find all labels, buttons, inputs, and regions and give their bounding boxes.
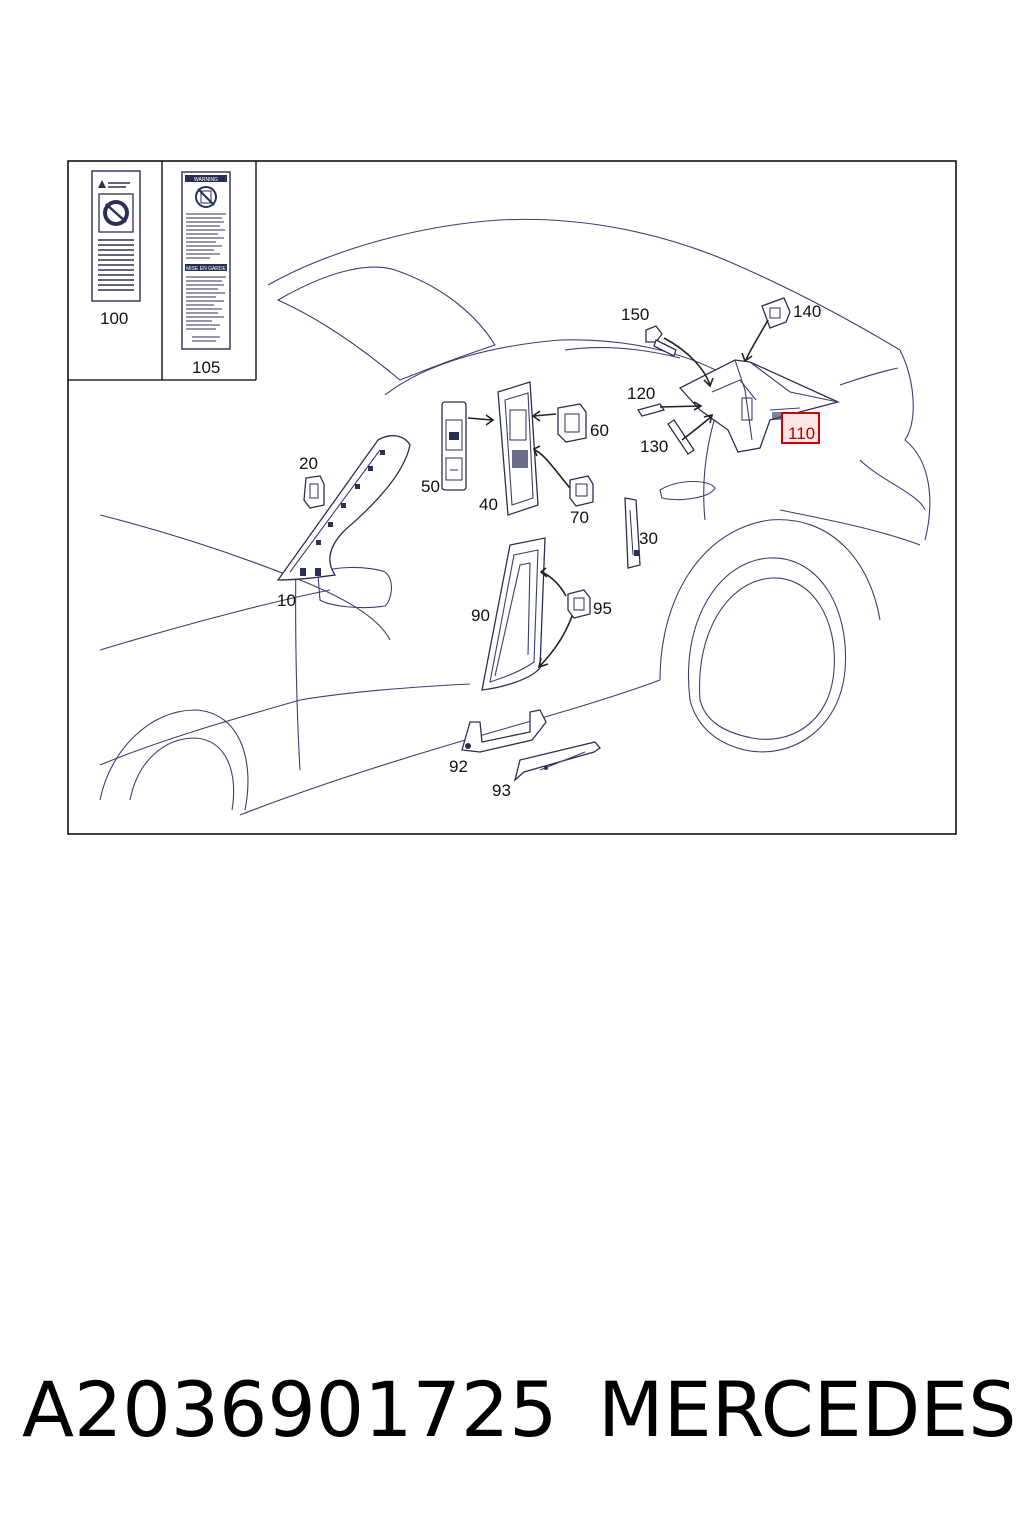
callout-40: 40 — [479, 495, 498, 514]
callout-92: 92 — [449, 757, 468, 776]
callout-93: 93 — [492, 781, 511, 800]
callout-130: 130 — [640, 437, 668, 456]
callout-20: 20 — [299, 454, 318, 473]
part-120-clip — [636, 403, 666, 417]
warning-label-100 — [91, 170, 141, 302]
warning-label-105: WARNING MISE EN GARDE — [181, 171, 231, 350]
callout-140: 140 — [793, 302, 821, 321]
car-body-outline — [99, 218, 931, 816]
part-70-clip — [569, 475, 594, 507]
part-92-bracket — [461, 709, 547, 753]
callout-110: 110 — [788, 424, 815, 443]
highlighted-callout-110: 110 — [781, 412, 820, 444]
part-20-clip — [303, 475, 325, 509]
callout-labels: 10 20 30 40 50 60 70 90 92 93 95 100 105… — [100, 302, 821, 800]
callout-100: 100 — [100, 309, 128, 328]
callout-60: 60 — [590, 421, 609, 440]
part-130-strip — [667, 419, 695, 455]
part-140-clip — [761, 297, 791, 329]
callout-70: 70 — [570, 508, 589, 527]
brand-name: MERCEDES — [598, 1365, 1017, 1454]
callout-10: 10 — [277, 591, 296, 610]
warning-heading: WARNING — [194, 177, 218, 183]
part-93-bracket — [513, 741, 601, 782]
diagram-frame — [67, 160, 957, 835]
callout-105: 105 — [192, 358, 220, 377]
part-number: A2036901725 — [22, 1365, 558, 1454]
part-40-b-pillar-upper — [497, 381, 539, 516]
callout-50: 50 — [421, 477, 440, 496]
part-60-clip — [557, 403, 587, 443]
part-10-a-pillar — [276, 435, 411, 581]
label-boxes — [68, 161, 257, 381]
mise-en-garde-heading: MISE EN GARDE — [186, 266, 226, 272]
callout-95: 95 — [593, 599, 612, 618]
part-95-clip — [567, 589, 591, 619]
part-50-belt-guide — [441, 401, 467, 491]
assembly-arrows — [467, 319, 769, 669]
callout-150: 150 — [621, 305, 649, 324]
part-150-screw — [645, 325, 677, 357]
part-30-strip — [624, 497, 641, 569]
callout-30: 30 — [639, 529, 658, 548]
part-110-c-pillar-trim — [678, 359, 840, 453]
callout-90: 90 — [471, 606, 490, 625]
part-90-b-pillar-lower — [481, 537, 546, 691]
callout-120: 120 — [627, 384, 655, 403]
